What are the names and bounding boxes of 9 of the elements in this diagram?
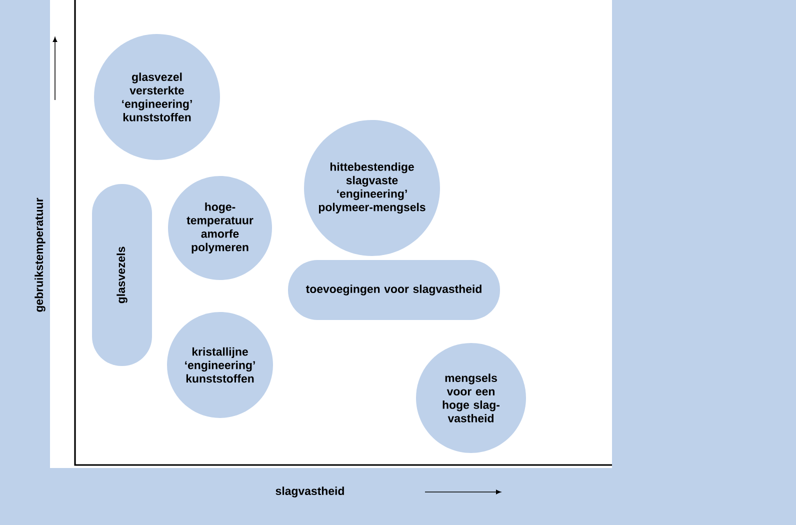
pill-bubble: toevoegingen voor slagvastheid	[288, 260, 500, 320]
circle-bubble: kristallijne ‘engineering’ kunststoffen	[167, 312, 273, 418]
axis-label: gebruikstemperatuur	[34, 198, 46, 312]
circle-bubble: hittebestendige slagvaste ‘engineering’ polymeer-mengsels	[304, 120, 440, 256]
circle-bubble: hoge-temperatuur amorfe polymeren	[168, 176, 272, 280]
circle-bubble: mengsels voor een hoge slag-vastheid	[416, 343, 526, 453]
axis-label: slagvastheid	[276, 486, 344, 498]
circle-bubble: glasvezel versterkte ‘engineering’ kunststoffen	[94, 34, 220, 160]
pill-bubble: glasvezels	[92, 184, 152, 366]
